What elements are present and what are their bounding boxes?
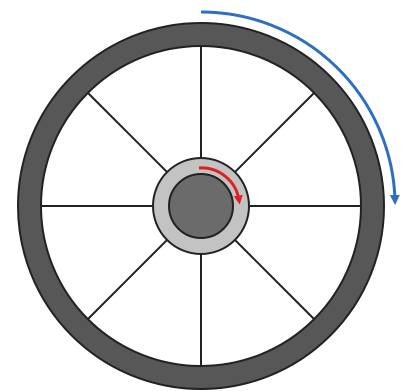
axle [169,174,233,238]
